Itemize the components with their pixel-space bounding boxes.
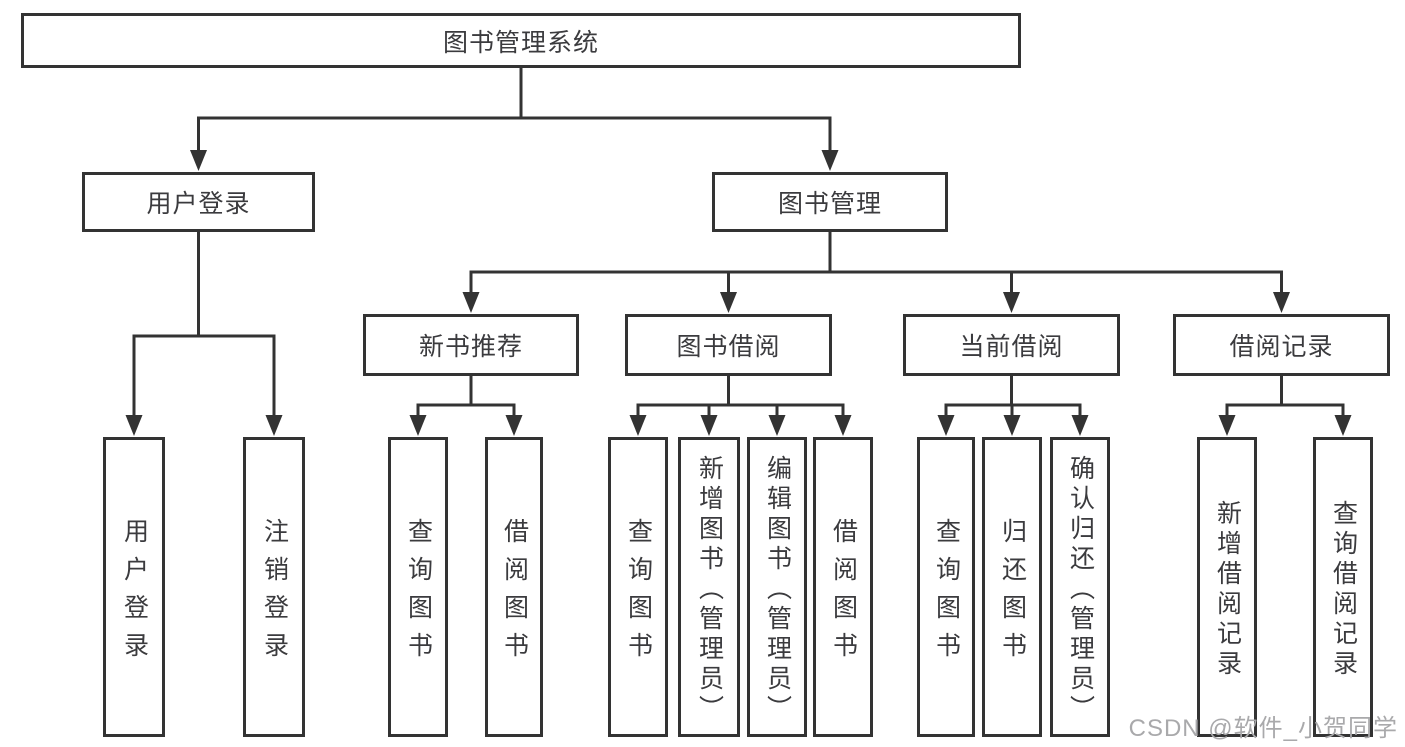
watermark-text: CSDN @软件_小贺同学 — [1128, 715, 1398, 742]
node-label: 查询借阅记录 — [1329, 499, 1358, 680]
node-label: 图书管理 — [777, 190, 882, 218]
node-label: 借阅图书 — [500, 517, 529, 670]
node-label: 新书推荐 — [418, 333, 523, 361]
arrow-down-icon — [409, 415, 427, 436]
arrow-down-icon — [505, 415, 523, 436]
edge-book-borrow — [629, 374, 852, 436]
arrow-down-icon — [462, 292, 480, 313]
edge-user-login — [125, 230, 283, 436]
node-label: 图书借阅 — [676, 333, 781, 361]
arrow-down-icon — [190, 150, 207, 171]
node-label: 当前借阅 — [959, 333, 1064, 361]
arrow-down-icon — [768, 415, 786, 436]
node-label: 归还图书 — [998, 517, 1027, 670]
arrow-down-icon — [1003, 415, 1021, 436]
edge-borrow-records — [1218, 374, 1352, 436]
node-label: 确认归还（管理员） — [1066, 454, 1095, 725]
arrow-down-icon — [720, 292, 737, 313]
node-label: 编辑图书（管理员） — [763, 454, 792, 725]
arrow-down-icon — [937, 415, 955, 436]
arrow-down-icon — [125, 415, 143, 436]
arrow-down-icon — [1334, 415, 1352, 436]
node-label: 用户登录 — [146, 190, 251, 218]
arrow-down-icon — [834, 415, 852, 436]
arrow-down-icon — [1273, 292, 1290, 313]
node-leaf-cb-confirm: 确认归还（管理员） — [1050, 437, 1110, 737]
node-leaf-user-login: 用户登录 — [103, 437, 165, 737]
arrow-down-icon — [1003, 292, 1020, 313]
node-leaf-bb-edit: 编辑图书（管理员） — [747, 437, 807, 737]
node-leaf-nbr-borrow: 借阅图书 — [485, 437, 543, 737]
node-user-login: 用户登录 — [82, 172, 315, 232]
node-leaf-br-query: 查询借阅记录 — [1313, 437, 1373, 737]
node-label: 新增借阅记录 — [1213, 499, 1242, 680]
node-label: 图书管理系统 — [442, 28, 599, 57]
node-leaf-bb-add: 新增图书（管理员） — [678, 437, 740, 737]
node-leaf-bb-query: 查询图书 — [608, 437, 668, 737]
node-label: 查询图书 — [932, 517, 961, 670]
node-root: 图书管理系统 — [21, 13, 1021, 68]
arrow-down-icon — [1218, 415, 1236, 436]
node-book-mgmt: 图书管理 — [712, 172, 948, 232]
arrow-down-icon — [1071, 415, 1089, 436]
node-label: 用户登录 — [120, 517, 149, 670]
node-leaf-nbr-query: 查询图书 — [388, 437, 448, 737]
node-current-borrow: 当前借阅 — [903, 314, 1120, 376]
node-leaf-br-add: 新增借阅记录 — [1197, 437, 1257, 737]
arrow-down-icon — [629, 415, 647, 436]
node-leaf-logout: 注销登录 — [243, 437, 305, 737]
edge-current-borrow — [937, 374, 1089, 436]
edge-new-book-rec — [409, 374, 523, 436]
node-label: 借阅图书 — [829, 517, 858, 670]
node-label: 查询图书 — [404, 517, 433, 670]
node-leaf-cb-query: 查询图书 — [917, 437, 975, 737]
arrow-down-icon — [265, 415, 283, 436]
node-label: 查询图书 — [624, 517, 653, 670]
node-label: 新增图书（管理员） — [695, 454, 724, 725]
arrow-down-icon — [821, 150, 839, 171]
node-book-borrow: 图书借阅 — [625, 314, 832, 376]
node-borrow-records: 借阅记录 — [1173, 314, 1390, 376]
edge-book-mgmt — [462, 230, 1290, 313]
node-leaf-bb-borrow: 借阅图书 — [813, 437, 873, 737]
edge-root — [190, 66, 839, 171]
node-label: 注销登录 — [260, 517, 289, 670]
arrow-down-icon — [700, 415, 718, 436]
node-new-book-rec: 新书推荐 — [363, 314, 579, 376]
node-leaf-cb-return: 归还图书 — [982, 437, 1042, 737]
node-label: 借阅记录 — [1229, 333, 1334, 361]
